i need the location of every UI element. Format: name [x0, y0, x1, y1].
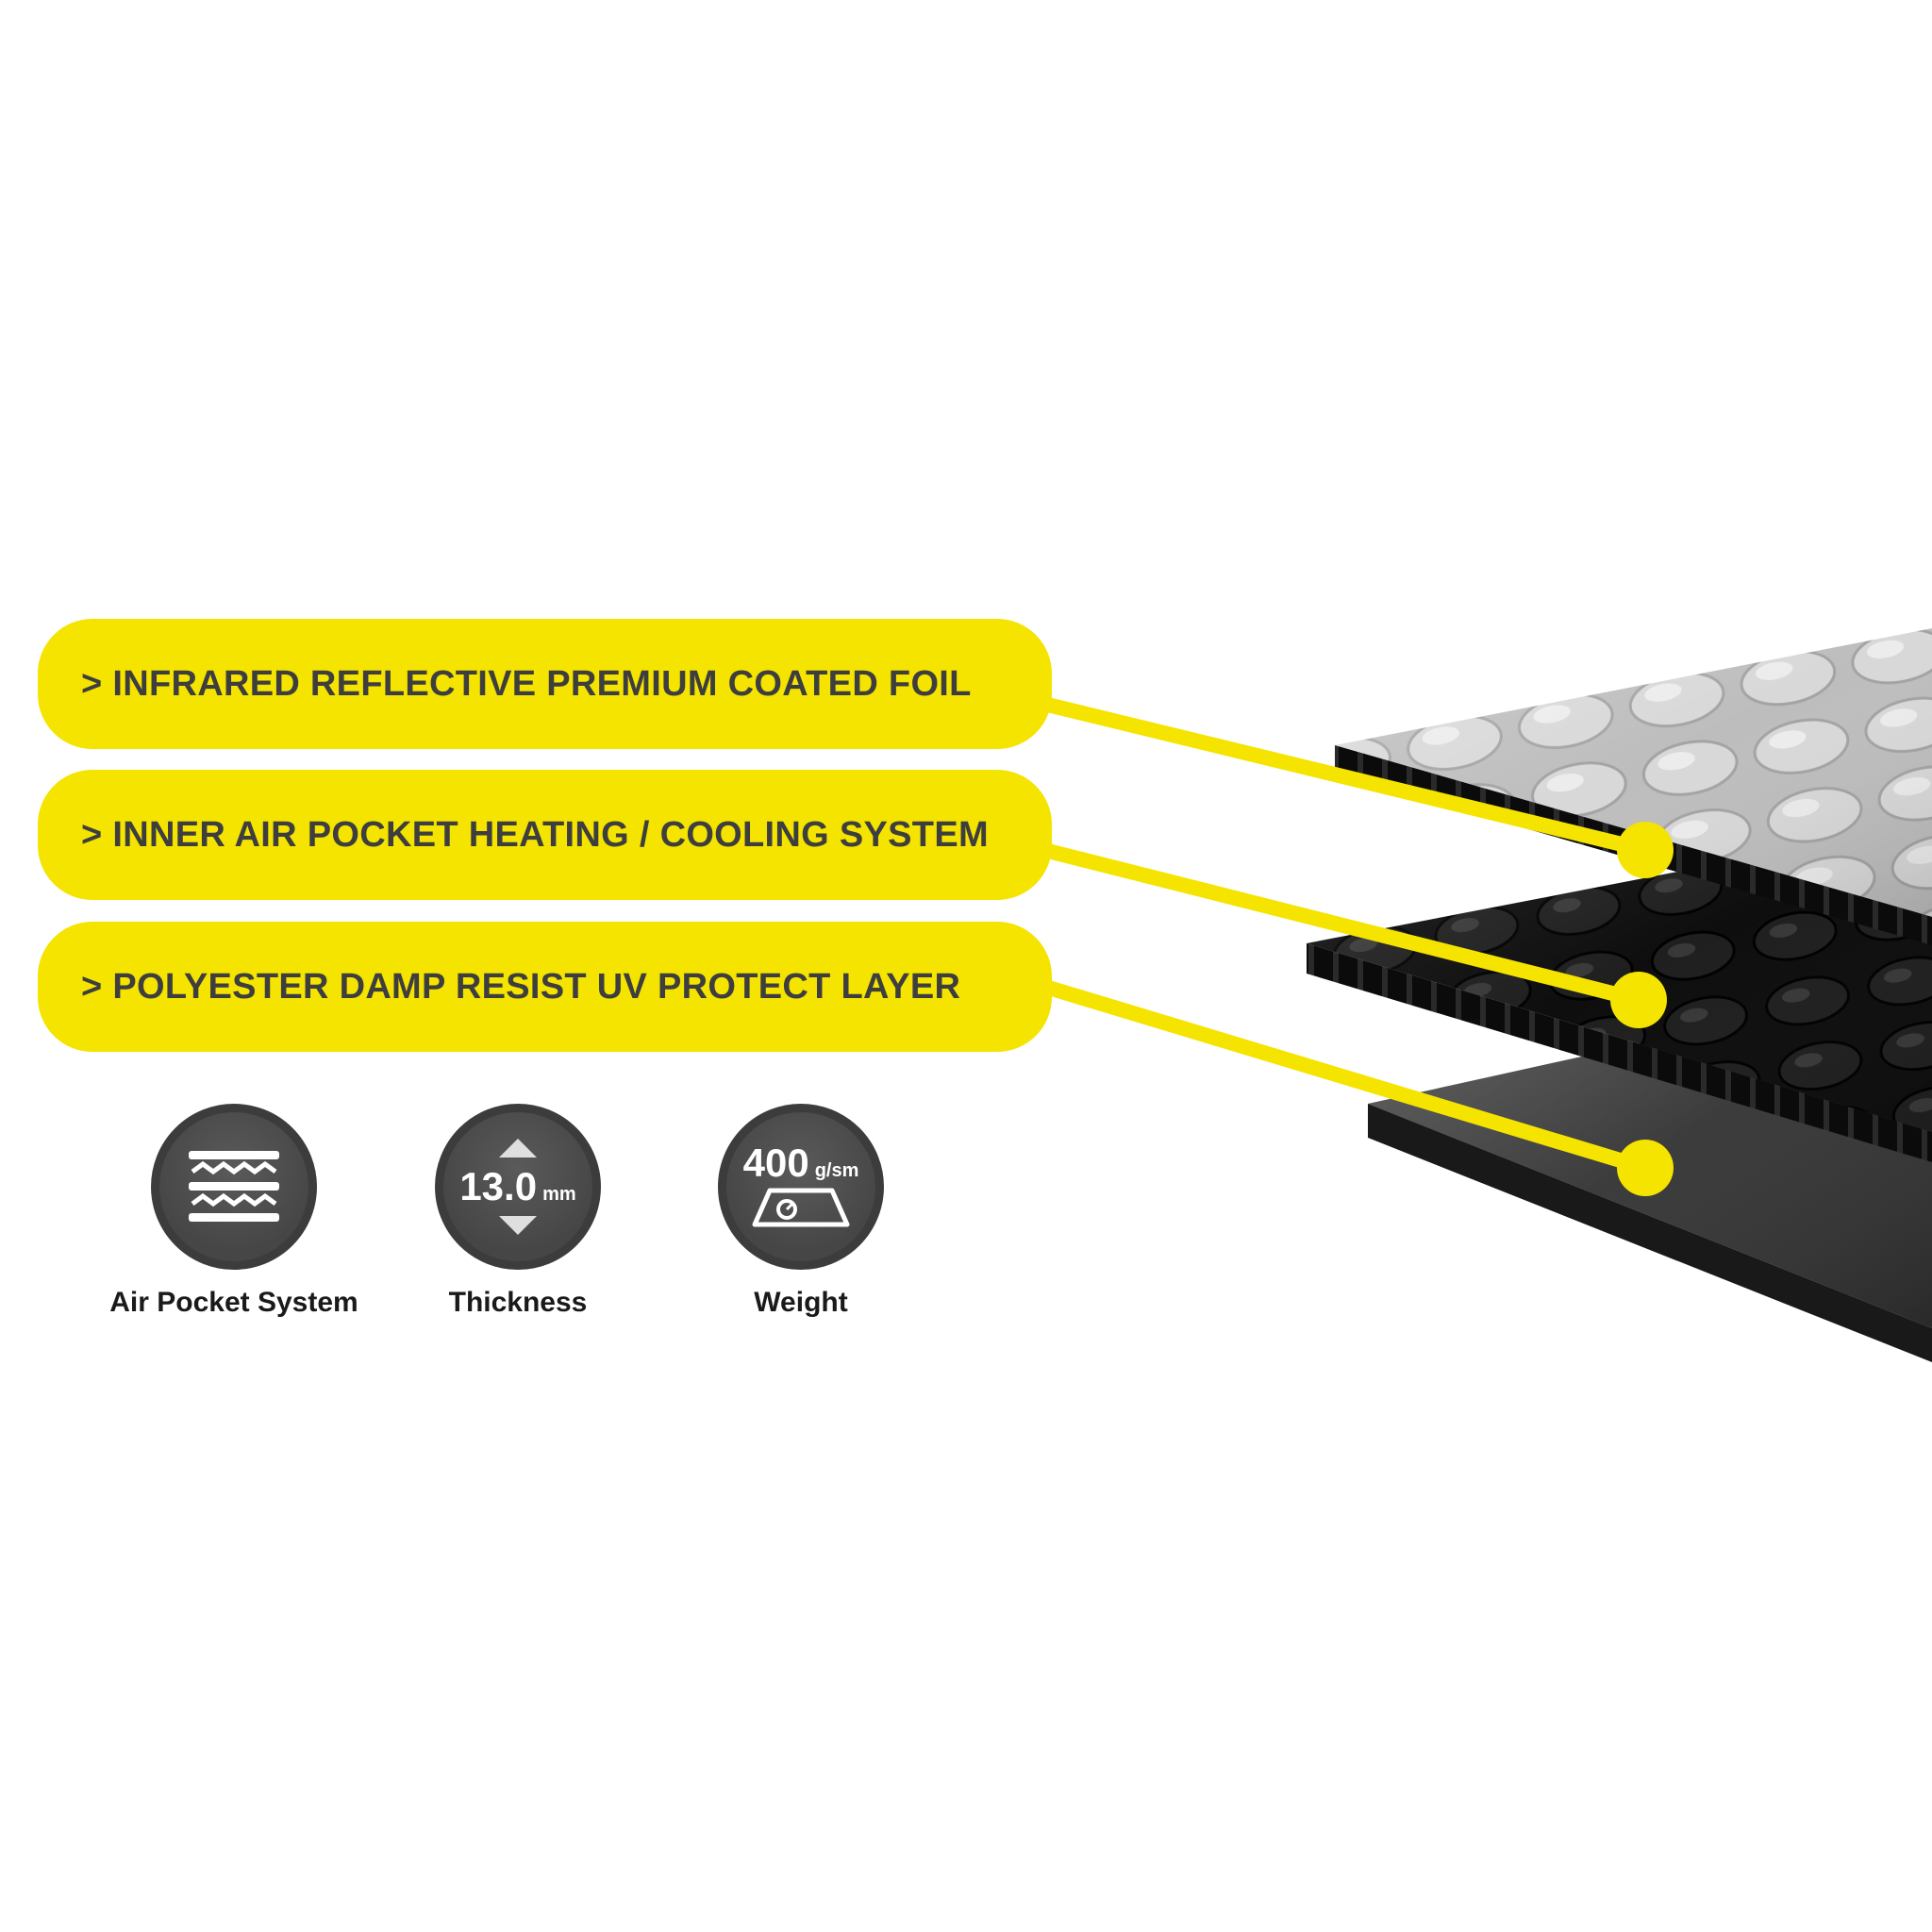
badge-air-pocket-system-label: Air Pocket System [109, 1287, 358, 1318]
material-layers-render [1307, 628, 1932, 1362]
thickness-icon: 13.0 mm [435, 1104, 601, 1270]
arrow-up-icon [499, 1139, 537, 1158]
weight-value: 400 g/sm [743, 1143, 859, 1183]
weight-icon: 400 g/sm [718, 1104, 884, 1270]
weight-unit: g/sm [814, 1160, 859, 1181]
badge-weight: 400 g/sm Weight [650, 1104, 952, 1319]
thickness-value: 13.0 mm [459, 1167, 575, 1207]
air-pocket-system-icon [151, 1104, 317, 1270]
badge-weight-label: Weight [754, 1287, 848, 1318]
callout-polyester-layer: > POLYESTER DAMP RESIST UV PROTECT LAYER [38, 922, 1052, 1052]
callout-polyester-layer-label: > POLYESTER DAMP RESIST UV PROTECT LAYER [81, 966, 961, 1007]
arrow-down-icon [499, 1216, 537, 1235]
callout-air-pocket-system: > INNER AIR POCKET HEATING / COOLING SYS… [38, 770, 1052, 900]
badge-thickness-label: Thickness [448, 1287, 588, 1318]
thickness-unit: mm [542, 1184, 576, 1205]
callout-infrared-foil-label: > INFRARED REFLECTIVE PREMIUM COATED FOI… [81, 663, 972, 704]
weight-scale-glyph [752, 1188, 850, 1227]
badge-air-pocket-system: Air Pocket System [83, 1104, 385, 1319]
air-pocket-layers-glyph [189, 1151, 279, 1222]
weight-number: 400 [742, 1141, 809, 1185]
callout-air-pocket-system-label: > INNER AIR POCKET HEATING / COOLING SYS… [81, 814, 989, 855]
callout-infrared-foil: > INFRARED REFLECTIVE PREMIUM COATED FOI… [38, 619, 1052, 749]
thickness-number: 13.0 [459, 1164, 538, 1208]
badge-thickness: 13.0 mm Thickness [367, 1104, 669, 1319]
